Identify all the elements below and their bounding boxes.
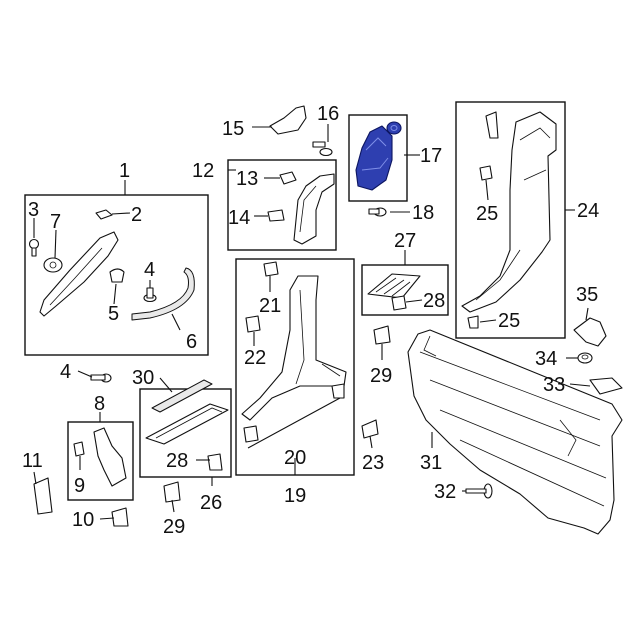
callout-24: 24 xyxy=(577,200,599,222)
callout-32: 32 xyxy=(434,481,456,503)
b-pillar-trim-part-20 xyxy=(241,275,347,421)
clip-part-24a xyxy=(485,111,499,139)
bracket-part-7 xyxy=(43,257,63,273)
trim-part-35 xyxy=(573,317,607,347)
bracket-part-15 xyxy=(269,105,307,135)
callout-28-upper: 28 xyxy=(423,290,445,312)
callout-35: 35 xyxy=(576,284,598,306)
nut-part-34 xyxy=(577,352,593,364)
bolt-part-16 xyxy=(312,141,333,157)
screw-part-18 xyxy=(368,207,387,217)
callout-29-right: 29 xyxy=(370,365,392,387)
callout-25-lower: 25 xyxy=(498,310,520,332)
quarter-trim-part-24 xyxy=(461,111,557,313)
group-box-1 xyxy=(24,194,209,356)
group-box-24 xyxy=(455,101,566,339)
callout-12: 12 xyxy=(192,160,214,182)
callout-13: 13 xyxy=(236,168,258,190)
group-box-26 xyxy=(139,388,232,478)
callout-23: 23 xyxy=(362,452,384,474)
callout-28-lower: 28 xyxy=(166,450,188,472)
callout-4-screw: 4 xyxy=(60,361,71,383)
callout-4: 4 xyxy=(144,259,155,281)
weatherstrip-part-6 xyxy=(131,267,195,321)
callout-7: 7 xyxy=(50,211,61,233)
callout-33: 33 xyxy=(543,374,565,396)
callout-20: 20 xyxy=(284,447,306,469)
clip-part-28a xyxy=(391,295,407,311)
callout-16: 16 xyxy=(317,103,339,125)
callout-11: 11 xyxy=(22,450,43,472)
a-pillar-trim-part xyxy=(39,231,119,317)
bracket-part-11 xyxy=(33,477,53,515)
pillar-trim-part-12 xyxy=(293,173,335,245)
callout-9: 9 xyxy=(74,475,85,497)
screw-part-3 xyxy=(28,238,40,257)
callout-8: 8 xyxy=(94,393,105,415)
callout-21: 21 xyxy=(259,295,281,317)
clip-part-21 xyxy=(263,261,279,277)
group-box-17 xyxy=(348,114,408,202)
pad-part-27 xyxy=(367,273,421,299)
bolt-part-4 xyxy=(143,287,157,303)
back-panel-part-31 xyxy=(407,329,623,535)
callout-22: 22 xyxy=(244,347,266,369)
clip-part-2 xyxy=(95,209,113,220)
clip-part-20a xyxy=(243,425,259,443)
screw-part-4b xyxy=(90,373,112,383)
leader-lines xyxy=(33,124,591,520)
callout-26: 26 xyxy=(200,492,222,514)
clip-part-25a xyxy=(479,165,493,181)
sill-plate-part-26 xyxy=(145,403,229,445)
clip-part-29b xyxy=(373,325,391,345)
callout-17: 17 xyxy=(420,145,442,167)
callout-5: 5 xyxy=(108,303,119,325)
bracket-part-33 xyxy=(589,377,623,395)
callout-6: 6 xyxy=(186,331,197,353)
clip-part-22 xyxy=(245,315,261,333)
clip-part-9 xyxy=(73,441,85,457)
clip-part-20b xyxy=(331,383,345,399)
callout-30: 30 xyxy=(132,367,154,389)
callout-34: 34 xyxy=(535,348,557,370)
callout-19: 19 xyxy=(284,485,306,507)
clip-part-29a xyxy=(163,481,181,503)
bracket-part-8 xyxy=(93,427,127,487)
clip-part-25b xyxy=(467,315,479,329)
clip-part-5 xyxy=(109,268,125,283)
callout-1: 1 xyxy=(119,160,130,182)
clip-part-28b xyxy=(207,453,223,471)
clip-part-14 xyxy=(267,209,285,222)
callout-27: 27 xyxy=(394,230,416,252)
clip-part-13 xyxy=(279,171,297,185)
callout-2: 2 xyxy=(131,204,142,226)
callout-18: 18 xyxy=(412,202,434,224)
callout-14: 14 xyxy=(228,207,250,229)
clip-part-10 xyxy=(111,507,129,527)
callout-29-left: 29 xyxy=(163,516,185,538)
callout-25-upper: 25 xyxy=(476,203,498,225)
group-box-12 xyxy=(227,159,337,251)
highlighted-part-17 xyxy=(355,121,402,191)
callout-15: 15 xyxy=(222,118,244,140)
bolt-part-32 xyxy=(465,483,493,499)
callout-10: 10 xyxy=(72,509,94,531)
clip-part-23 xyxy=(361,419,379,439)
sill-strip-part-30 xyxy=(151,379,213,413)
callout-3: 3 xyxy=(28,199,39,221)
callout-31: 31 xyxy=(420,452,442,474)
